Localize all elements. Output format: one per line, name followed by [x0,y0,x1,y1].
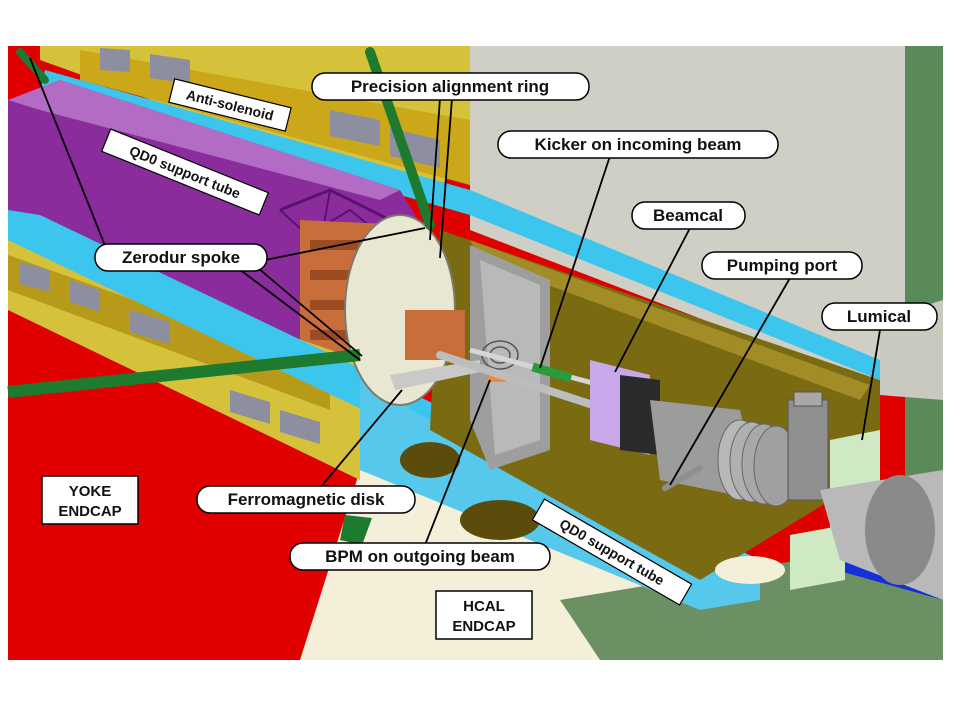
region-label-line: YOKE [69,483,112,500]
callout-pumping-port: Pumping port [701,251,863,280]
valve-body [787,399,829,501]
callout-box [289,542,551,571]
leader-line [424,379,491,546]
spoke-lower-tip [340,515,372,545]
leader-line [539,155,611,369]
beamline [436,347,943,600]
callout-ferromagnetic-disk: Ferromagnetic disk [196,485,416,514]
copper-block [405,310,465,360]
leader-line [29,57,111,259]
leader-line [319,389,403,489]
leader-line [257,267,363,357]
callout-box [196,485,416,514]
valve-top [793,391,823,407]
grey-block [150,54,190,84]
grey-block [280,410,320,444]
callout-zerodur-spoke: Zerodur spoke [94,243,268,272]
leader-line [861,329,881,441]
callout-kicker-on-incoming-beam: Kicker on incoming beam [497,130,779,159]
tube-label-box [100,128,270,216]
callout-label: Beamcal [653,206,723,225]
grey-block [330,110,380,146]
callout-box [821,302,938,331]
callout-box [631,201,746,230]
region-label-line: HCAL [463,598,505,615]
callout-label: Ferromagnetic disk [228,490,385,509]
callout-label: Precision alignment ring [351,77,549,96]
callout-beamcal: Beamcal [631,201,746,230]
interior-hole [400,442,460,478]
label-hcal-endcap: HCAL ENDCAP [435,590,533,640]
label-yoke-endcap: YOKE ENDCAP [41,475,139,525]
beamcal-dark [620,375,660,455]
callout-label: Kicker on incoming beam [535,135,742,154]
callout-label: Pumping port [727,256,838,275]
qd0-purple-highlight [8,80,400,200]
leader-line [439,97,453,259]
leader-line [614,227,691,373]
grey-block [70,280,100,312]
region-label-box [435,590,533,640]
tube-label-box [531,498,693,606]
leader-lines [29,57,881,546]
leader-line [254,227,426,263]
alignment-ring [344,214,550,470]
callout-box [497,130,779,159]
copper-stripe [310,240,400,250]
grey-block [100,48,130,72]
callout-label: BPM on outgoing beam [325,547,515,566]
leader-line [669,277,791,486]
grey-block [20,262,50,292]
spoke [7,349,361,398]
ferromagnetic-arm [390,360,480,390]
callout-label: Lumical [847,307,911,326]
grey-block [230,390,270,424]
interior-hole [715,556,785,584]
kicker-green [531,362,573,383]
callout-precision-alignment-ring: Precision alignment ring [311,72,590,101]
exit-pipe-mouth [865,475,935,585]
callout-box [311,72,590,101]
leader-line [429,97,441,241]
callout-box [94,243,268,272]
callout-label: Zerodur spoke [122,248,240,267]
leader-line [234,265,361,361]
region-label-line: ENDCAP [58,503,121,520]
region-label-line: ENDCAP [452,618,515,635]
region-label-box [41,475,139,525]
label-anti-solenoid: Anti-solenoid [168,78,292,132]
callout-lumical: Lumical [821,302,938,331]
callout-box [701,251,863,280]
grey-block [130,310,170,344]
lumical-block-lower [790,525,845,590]
callout-bpm-on-outgoing-beam: BPM on outgoing beam [289,542,551,571]
tube-label-box [168,78,292,132]
interior-hole [460,500,540,540]
bellows [717,419,799,507]
